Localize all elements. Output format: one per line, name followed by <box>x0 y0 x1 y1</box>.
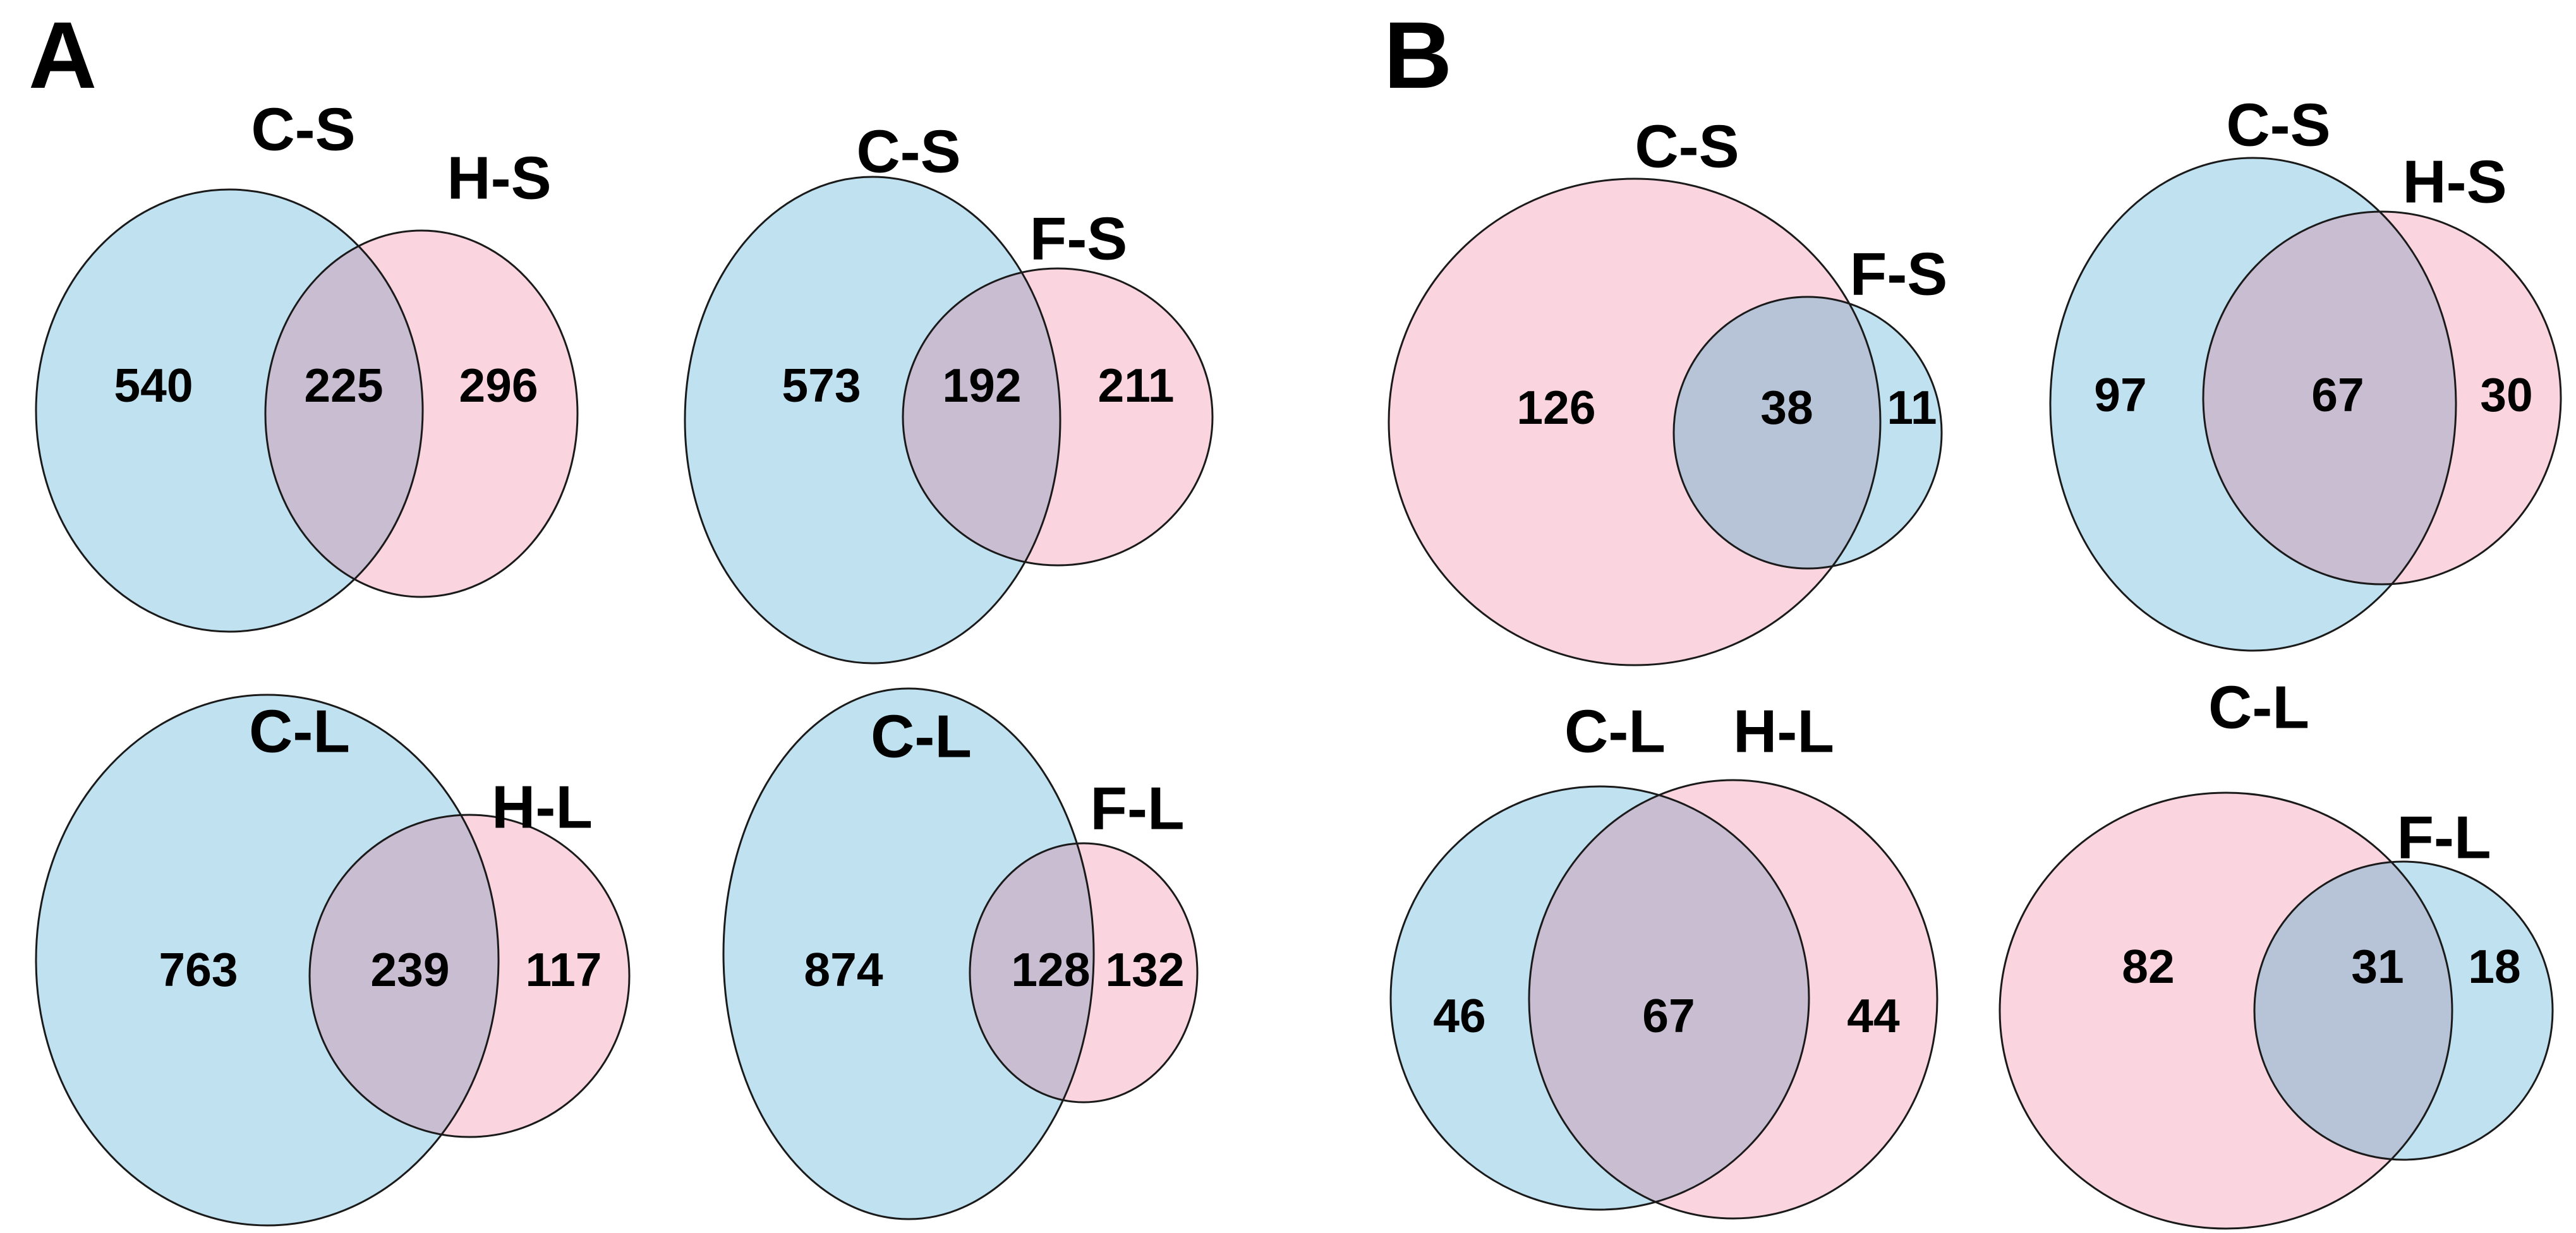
venn-A4-set-label-F-L: F-L <box>1090 775 1184 843</box>
venn-B2-overlap-region <box>2203 212 2456 584</box>
venn-A2-set-label-F-S: F-S <box>1030 205 1128 273</box>
venn-B3: C-L H-L 46 67 44 <box>1389 698 1938 1220</box>
venn-B2-count-left_only: 97 <box>2094 368 2146 421</box>
venn-B3-count-left_only: 46 <box>1433 989 1485 1042</box>
venn-B4-count-overlap: 31 <box>2351 940 2404 993</box>
venn-A4-overlap-region <box>970 843 1094 1102</box>
venn-B1-set-label-F-S: F-S <box>1850 241 1948 308</box>
venn-A4-set-C-L-outline <box>722 687 1095 1220</box>
panel-a-label: A <box>28 2 97 108</box>
venn-A3-set-label-H-L: H-L <box>492 774 593 841</box>
venn-B1-set-C-S-outline <box>1388 177 1882 666</box>
venn-A2-overlap-region <box>903 268 1060 565</box>
venn-A3-count-overlap: 239 <box>370 943 449 996</box>
venn-A1-set-C-S-outline <box>35 188 424 633</box>
venn-A3-count-right_only: 117 <box>526 943 602 996</box>
venn-A4-set-F-L-outline <box>969 842 1199 1104</box>
venn-B4-count-left_only: 82 <box>2122 940 2174 993</box>
venn-B1-count-left_only: 126 <box>1516 381 1595 434</box>
venn-B2-set-label-H-S: H-S <box>2402 148 2506 216</box>
venn-A4-set-C-L-fill <box>723 689 1094 1219</box>
venn-B3-count-overlap: 67 <box>1642 989 1695 1042</box>
venn-A1: C-S H-S 540 225 296 <box>35 96 579 633</box>
panel-b-label: B <box>1384 2 1453 108</box>
venn-A3-set-label-C-L: C-L <box>249 698 350 766</box>
venn-B3-set-C-L-outline <box>1389 785 1810 1211</box>
venn-A3-overlap-region <box>310 815 499 1137</box>
venn-A4: C-L F-L 874 128 132 <box>722 687 1199 1220</box>
venn-A3: C-L H-L 763 239 117 <box>35 694 631 1227</box>
venn-A2-set-label-C-S: C-S <box>856 118 960 186</box>
venn-B3-set-H-L-outline <box>1528 779 1938 1220</box>
venn-A2-set-C-S-outline <box>684 176 1061 665</box>
venn-B1-count-right_only: 11 <box>1887 381 1937 434</box>
venn-A1-set-label-C-S: C-S <box>251 96 355 164</box>
venn-B2-count-overlap: 67 <box>2311 368 2364 421</box>
venn-A3-count-left_only: 763 <box>159 943 238 996</box>
venn-B2-set-label-C-S: C-S <box>2226 92 2330 159</box>
venn-A4-count-overlap: 128 <box>1011 943 1090 996</box>
venn-A2-count-right_only: 211 <box>1098 359 1175 412</box>
venn-A3-set-C-L-outline <box>35 694 500 1227</box>
venn-A4-count-left_only: 874 <box>804 943 883 996</box>
venn-A1-overlap-region <box>265 231 423 597</box>
venn-B1-set-F-S-outline <box>1672 296 1943 570</box>
venn-A2: C-S F-S 573 192 211 <box>684 118 1214 665</box>
venn-B3-count-right_only: 44 <box>1847 989 1900 1042</box>
venn-A1-count-right_only: 296 <box>459 359 538 412</box>
venn-A1-set-label-H-S: H-S <box>447 145 551 212</box>
venn-A1-count-overlap: 225 <box>304 359 383 412</box>
venn-A2-count-overlap: 192 <box>942 359 1021 412</box>
venn-B4-set-label-C-L: C-L <box>2208 674 2309 742</box>
venn-A2-count-left_only: 573 <box>782 359 861 412</box>
venn-B2-count-right_only: 30 <box>2480 368 2532 421</box>
venn-B1: C-S F-S 126 38 11 <box>1388 113 1948 666</box>
venn-B4-overlap-region <box>2254 862 2452 1160</box>
venn-B2: C-S H-S 97 67 30 <box>2049 92 2562 652</box>
venn-B3-overlap-region <box>1529 786 1809 1210</box>
venn-B2-set-H-S-outline <box>2202 210 2562 586</box>
venn-A3-set-H-L-outline <box>308 814 631 1138</box>
venn-A4-set-label-C-L: C-L <box>871 703 972 771</box>
venn-B4-count-right_only: 18 <box>2468 940 2520 993</box>
venn-B4-set-F-L-outline <box>2253 860 2554 1161</box>
venn-A4-count-right_only: 132 <box>1105 943 1184 996</box>
venn-A1-set-H-S-outline <box>264 229 579 598</box>
venn-B1-count-overlap: 38 <box>1760 381 1813 434</box>
venn-B3-set-label-C-L: C-L <box>1564 698 1666 766</box>
venn-B4-set-label-F-L: F-L <box>2397 804 2491 872</box>
venn-A1-count-left_only: 540 <box>114 359 193 412</box>
venn-B4: C-L F-L 82 31 18 <box>1999 674 2554 1230</box>
venn-B4-set-C-L-outline <box>1999 791 2453 1230</box>
venn-B1-set-label-C-S: C-S <box>1635 113 1739 181</box>
venn-B3-set-label-H-L: H-L <box>1733 698 1834 766</box>
venn-A2-set-F-S-outline <box>902 267 1214 567</box>
venn-B2-set-C-S-outline <box>2049 157 2457 652</box>
